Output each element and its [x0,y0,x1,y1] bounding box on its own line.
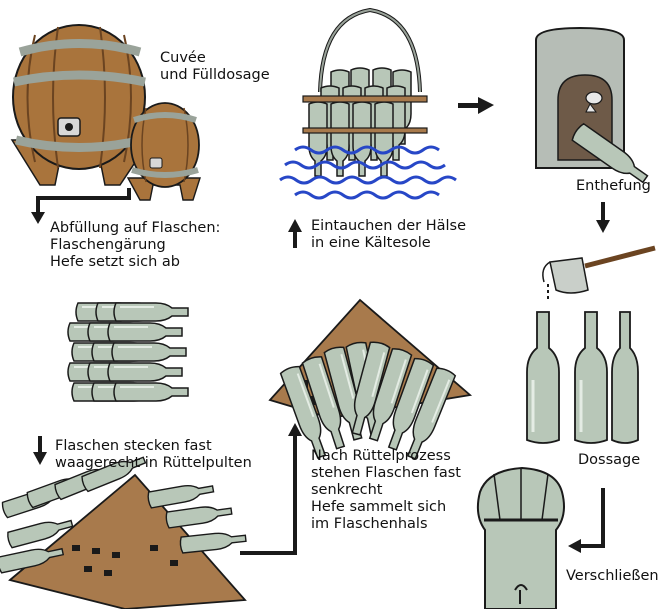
bottle-basket-immersion [280,10,456,198]
riddling-rack-vertical [270,300,470,461]
label-dossage: Dossage [578,452,640,469]
barrel-large [12,25,150,185]
arrow-rack-to-immersion [288,219,302,248]
label-cuvee: Cuvée und Fülldosage [160,50,270,84]
arrow-immersion-to-machine [458,97,494,114]
label-eintauchen: Eintauchen der Hälse in eine Kältesole [311,218,466,252]
label-nach-ruetteln: Nach Rüttelprozess stehen Flaschen fast … [311,448,461,533]
dosage-bottles [527,312,638,443]
riddling-rack-horizontal [0,453,246,609]
label-ruettelpulte: Flaschen stecken fast waagerecht in Rütt… [55,438,252,472]
dosage-jug [543,248,655,300]
arrow-bottles-to-rack [33,436,47,465]
cork-cage [478,468,564,609]
arrow-barrel-to-bottles [31,188,129,224]
barrel-small [128,103,200,200]
disgorging-machine [536,28,651,187]
arrow-dossage-to-closing [568,488,603,553]
arrow-enthefung-to-dossage [596,202,610,233]
label-enthefung: Enthefung [576,178,651,195]
label-verschliessen: Verschließen [566,568,659,585]
stacked-bottles [68,303,188,401]
label-abfuellung: Abfüllung auf Flaschen: Flaschengärung H… [50,220,220,271]
